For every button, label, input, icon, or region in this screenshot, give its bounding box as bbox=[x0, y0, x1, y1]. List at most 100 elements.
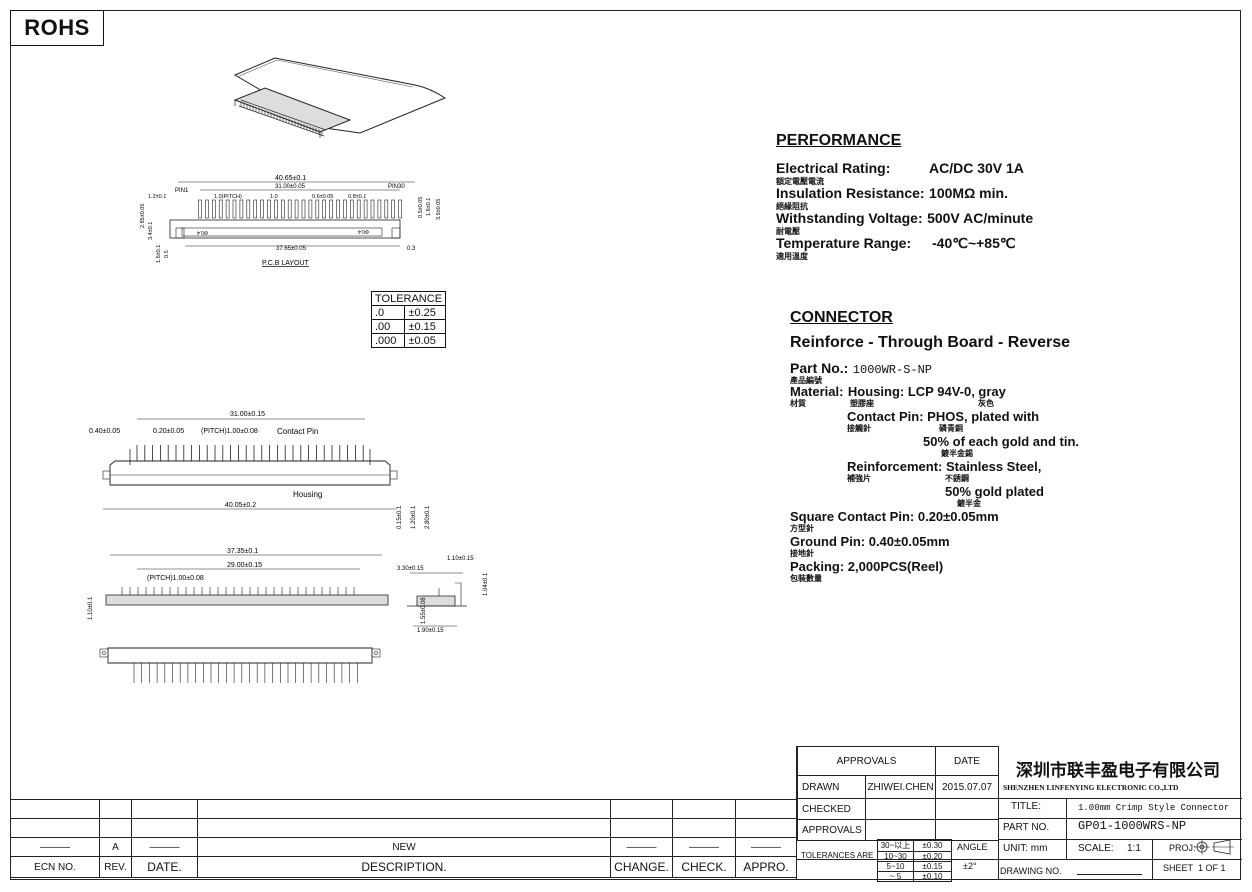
contact-gold-spec: 50% of each gold and tin. bbox=[923, 434, 1080, 449]
perf-cn: 耐電壓 bbox=[776, 227, 800, 236]
isometric-view bbox=[233, 57, 447, 138]
sheet-label: SHEET bbox=[1163, 863, 1194, 873]
angle-label: ANGLE bbox=[957, 842, 988, 852]
pcb-pad bbox=[239, 199, 244, 219]
side-155-dim: 1.55±0.08 bbox=[421, 597, 427, 624]
stainless-cn: 不銹鋼 bbox=[945, 474, 969, 483]
pcb-pad bbox=[322, 199, 326, 219]
pcb-pad bbox=[301, 199, 306, 219]
projection-symbol-icon bbox=[1194, 839, 1234, 855]
packing-cn: 包裝數量 bbox=[790, 574, 822, 583]
drawing-no-label: DRAWING NO. bbox=[1000, 866, 1062, 876]
connector-title: CONNECTOR bbox=[790, 309, 893, 326]
front-housing-label: Housing bbox=[293, 490, 322, 499]
front-015-dim: 0.15±0.1 bbox=[397, 505, 403, 529]
pcb-pad bbox=[253, 199, 257, 219]
pcb-total-dim: 40.65±0.1 bbox=[275, 175, 306, 182]
angle-value: ±2° bbox=[963, 861, 977, 871]
perf-electrical: Electrical Rating: AC/DC 30V 1A 額定電壓電流 bbox=[776, 160, 1096, 186]
pcb-left-dim-3: 1.5±0.1 bbox=[156, 245, 162, 263]
pcb-pad bbox=[336, 199, 340, 219]
part-value: 1000WR-S-NP bbox=[852, 363, 933, 377]
perf-value: 100MΩ min. bbox=[929, 185, 1008, 201]
pcb-pad bbox=[287, 199, 292, 219]
top-110-dim: 1.10±0.1 bbox=[88, 596, 94, 620]
tolerance-value: ±0.15 bbox=[404, 319, 447, 334]
tolerance-header: TOLERANCE bbox=[370, 291, 447, 306]
perf-label: Electrical Rating: bbox=[776, 160, 891, 176]
pcb-06-dim: 0.6±0.05 bbox=[312, 194, 333, 200]
tol-value: ±0.20 bbox=[913, 851, 952, 862]
perf-cn: 絕緣阻抗 bbox=[776, 202, 808, 211]
pcb-right-dim-2: 1.6±0.1 bbox=[426, 198, 432, 216]
date-header: DATE bbox=[935, 746, 999, 776]
pcb-pad bbox=[205, 199, 209, 219]
tol-range: ~ 5 bbox=[877, 871, 914, 882]
pcb-pad bbox=[281, 199, 285, 219]
pcb-pad bbox=[246, 199, 251, 219]
pcb-pad bbox=[274, 199, 278, 219]
pcb-31-dim: 31.00±0.05 bbox=[275, 184, 306, 190]
front-040-dim: 0.40±0.05 bbox=[89, 428, 120, 435]
bottom-pins bbox=[133, 663, 358, 683]
pcb-pin1-label: PIN1 bbox=[175, 188, 189, 194]
pcb-hole-label: Φ0.4 bbox=[197, 229, 208, 235]
pcb-pad bbox=[212, 199, 216, 219]
pcb-pad bbox=[391, 199, 396, 219]
ecn-label: ECN NO. bbox=[10, 856, 100, 878]
connector-specs: Part No.: 1000WR-S-NP 產品編號 Material: Hou… bbox=[790, 360, 1110, 583]
front-pitch-dim: (PITCH)1.00±0.08 bbox=[201, 428, 258, 435]
perf-label: Insulation Resistance: bbox=[776, 185, 925, 201]
perf-value: AC/DC 30V 1A bbox=[929, 160, 1024, 176]
pcb-left-dim-4: 0.5 bbox=[164, 250, 170, 258]
housing-cn: 塑膠座 bbox=[850, 399, 874, 408]
front-020-dim: 0.20±0.05 bbox=[153, 428, 184, 435]
top-view: 37.35±0.1 29.00±0.15 (PITCH)1.00±0.08 1.… bbox=[88, 548, 389, 683]
packing-spec: Packing: 2,000PCS(Reel) bbox=[790, 559, 944, 574]
material-cn: 材質 bbox=[790, 399, 806, 408]
company-cn: 深圳市联丰盈电子有限公司 bbox=[1016, 761, 1220, 780]
tolerance-key: .00 bbox=[370, 319, 406, 334]
scale-value: 1:1 bbox=[1127, 843, 1141, 854]
check-label: CHECK. bbox=[672, 856, 736, 878]
contact-gold-cn: 鍍半金錫 bbox=[941, 449, 973, 458]
approvals-header: APPROVALS bbox=[797, 746, 936, 776]
side-104-dim: 1.04±0.1 bbox=[483, 572, 489, 596]
pcb-pad bbox=[294, 199, 299, 219]
perf-value: 500V AC/minute bbox=[927, 210, 1034, 226]
square-pin-spec: Square Contact Pin: 0.20±0.05mm bbox=[790, 509, 999, 524]
tol-range: 30~以上 bbox=[877, 839, 914, 852]
material-label: Material: bbox=[790, 384, 844, 399]
pcb-left-dim-2: 3.4±0.1 bbox=[148, 222, 154, 240]
rohs-badge: ROHS bbox=[10, 10, 104, 46]
front-view: 31.00±0.15 0.40±0.05 0.20±0.05 (PITCH)1.… bbox=[89, 411, 431, 529]
tol-range: 10~30 bbox=[877, 851, 914, 862]
top-pins bbox=[121, 587, 355, 595]
pcb-pad bbox=[315, 199, 320, 219]
housing-spec: Housing: LCP 94V-0, gray bbox=[847, 384, 1006, 399]
side-110-dim: 1.10±0.15 bbox=[447, 556, 474, 562]
rev-blank: ——— bbox=[10, 837, 100, 857]
tolerance-value: ±0.05 bbox=[404, 333, 447, 348]
part-no-label: PART NO. bbox=[1003, 822, 1050, 833]
description-label: DESCRIPTION. bbox=[197, 856, 611, 878]
pcb-pad bbox=[343, 199, 347, 219]
approvals-label: APPROVALS bbox=[797, 819, 866, 841]
pcb-10-dim: 1.0 bbox=[270, 194, 278, 200]
perf-insulation: Insulation Resistance: 100MΩ min. 絕緣阻抗 bbox=[776, 185, 1096, 211]
pcb-left-dim-1: 2.85±0.05 bbox=[140, 204, 146, 228]
pcb-pad bbox=[370, 199, 375, 219]
reinforcement-gold-spec: 50% gold plated bbox=[945, 484, 1044, 499]
pcb-pin30-label: PIN30 bbox=[388, 184, 405, 190]
perf-label: Withstanding Voltage: bbox=[776, 210, 923, 226]
perf-value: -40℃~+85℃ bbox=[932, 235, 1016, 251]
pcb-pad bbox=[267, 199, 271, 219]
pcb-right-dim-1: 0.5±0.05 bbox=[418, 197, 424, 218]
performance-title: PERFORMANCE bbox=[776, 132, 902, 149]
gray-cn: 灰色 bbox=[978, 399, 994, 408]
pcb-pad bbox=[218, 199, 223, 219]
title-label: TITLE: bbox=[1011, 801, 1042, 812]
drawn-label: DRAWN bbox=[797, 775, 866, 799]
perf-cn: 適用溫度 bbox=[776, 252, 808, 261]
